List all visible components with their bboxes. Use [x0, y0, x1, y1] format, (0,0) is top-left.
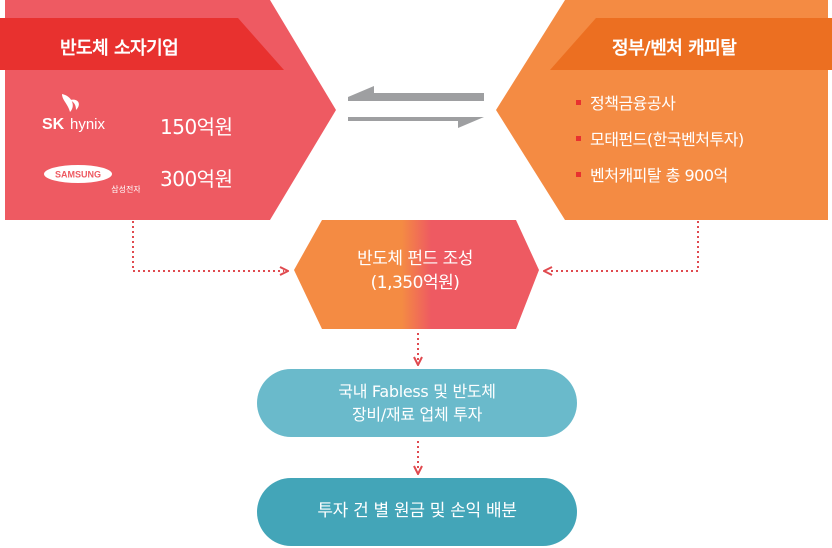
- double-arrow-icon: [348, 86, 484, 128]
- right-title-bar: [550, 18, 832, 70]
- samsung-amount: 300억원: [160, 167, 233, 191]
- right-panel-list: 정책금융공사 모태펀드(한국벤처투자) 벤처캐피탈 총 900억: [576, 92, 744, 200]
- svg-text:hynix: hynix: [70, 116, 106, 133]
- left-panel-title: 반도체 소자기업: [60, 38, 179, 59]
- step2-pill: [257, 369, 577, 437]
- svg-text:SK: SK: [42, 116, 65, 133]
- samsung-logo: SAMSUNG 삼성전자: [40, 162, 141, 196]
- step3-pill: [257, 478, 577, 546]
- right-panel-title: 정부/벤처 캐피탈: [612, 38, 737, 59]
- sk-hynix-amount: 150억원: [160, 115, 233, 139]
- step2-label: 국내 Fabless 및 반도체 장비/재료 업체 투자: [257, 380, 577, 426]
- step3-line1: 투자 건 별 원금 및 손익 배분: [317, 501, 517, 521]
- step3-label: 투자 건 별 원금 및 손익 배분: [257, 500, 577, 523]
- svg-text:삼성전자: 삼성전자: [111, 184, 140, 194]
- center-line1: 반도체 펀드 조성: [357, 249, 473, 269]
- step2-line2: 장비/재료 업체 투자: [351, 405, 483, 424]
- center-line2: (1,350억원): [370, 273, 460, 293]
- dotted-arrow-icon: [132, 221, 699, 470]
- bullet-square-icon: [576, 136, 581, 141]
- sk-hynix-logo: SK hynix: [40, 90, 140, 138]
- left-title-bar: [0, 18, 284, 70]
- bullet-square-icon: [576, 172, 581, 177]
- svg-text:SAMSUNG: SAMSUNG: [55, 170, 101, 180]
- step2-line1: 국내 Fabless 및 반도체: [338, 382, 496, 401]
- center-hexagon: [294, 220, 539, 329]
- center-label: 반도체 펀드 조성 (1,350억원): [290, 247, 540, 295]
- list-item: 정책금융공사: [576, 92, 744, 128]
- list-item: 벤처캐피탈 총 900억: [576, 164, 744, 200]
- list-item: 모태펀드(한국벤처투자): [576, 128, 744, 164]
- bullet-square-icon: [576, 100, 581, 105]
